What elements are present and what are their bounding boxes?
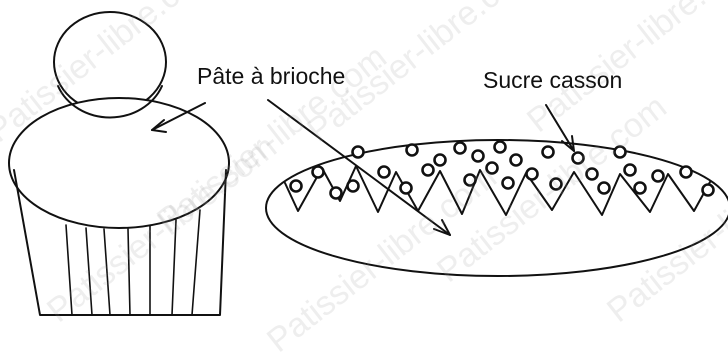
brioche-head — [54, 12, 166, 112]
sugar-grain — [551, 179, 562, 190]
sugar-grain — [527, 169, 538, 180]
sugar-grain — [379, 167, 390, 178]
sugar-grain — [615, 147, 626, 158]
sugar-grain — [503, 178, 514, 189]
sugar-grain — [348, 181, 359, 192]
sugar-grain — [291, 181, 302, 192]
arrow-to-sugar — [546, 105, 574, 151]
sugar-grain — [625, 165, 636, 176]
sugar-grain — [401, 183, 412, 194]
sugar-grain — [635, 183, 646, 194]
sugar-grain — [313, 167, 324, 178]
sugar-grain — [465, 175, 476, 186]
sugar-grain — [495, 142, 506, 153]
sugar-grain — [653, 171, 664, 182]
sugar-grain — [543, 147, 554, 158]
sugar-grain — [511, 155, 522, 166]
sugar-grain — [703, 185, 714, 196]
section-ellipse — [266, 140, 728, 276]
sugar-grain — [587, 169, 598, 180]
sugar-grain — [423, 165, 434, 176]
sugar-grain — [681, 167, 692, 178]
sugar-grain — [331, 188, 342, 199]
label-sucre-casson: Sucre casson — [483, 67, 622, 94]
label-pate-a-brioche: Pâte à brioche — [197, 63, 345, 90]
sugar-grain — [407, 145, 418, 156]
brioche-diagram: Pâte à brioche Sucre casson Patissier-li… — [0, 0, 728, 321]
sugar-grain — [487, 163, 498, 174]
sugar-grain — [455, 143, 466, 154]
sugar-grain — [573, 153, 584, 164]
diagram-drawing — [0, 0, 728, 321]
sugar-grain — [599, 183, 610, 194]
sugar-grain — [473, 151, 484, 162]
sugar-grain — [353, 147, 364, 158]
sugar-grain — [435, 155, 446, 166]
